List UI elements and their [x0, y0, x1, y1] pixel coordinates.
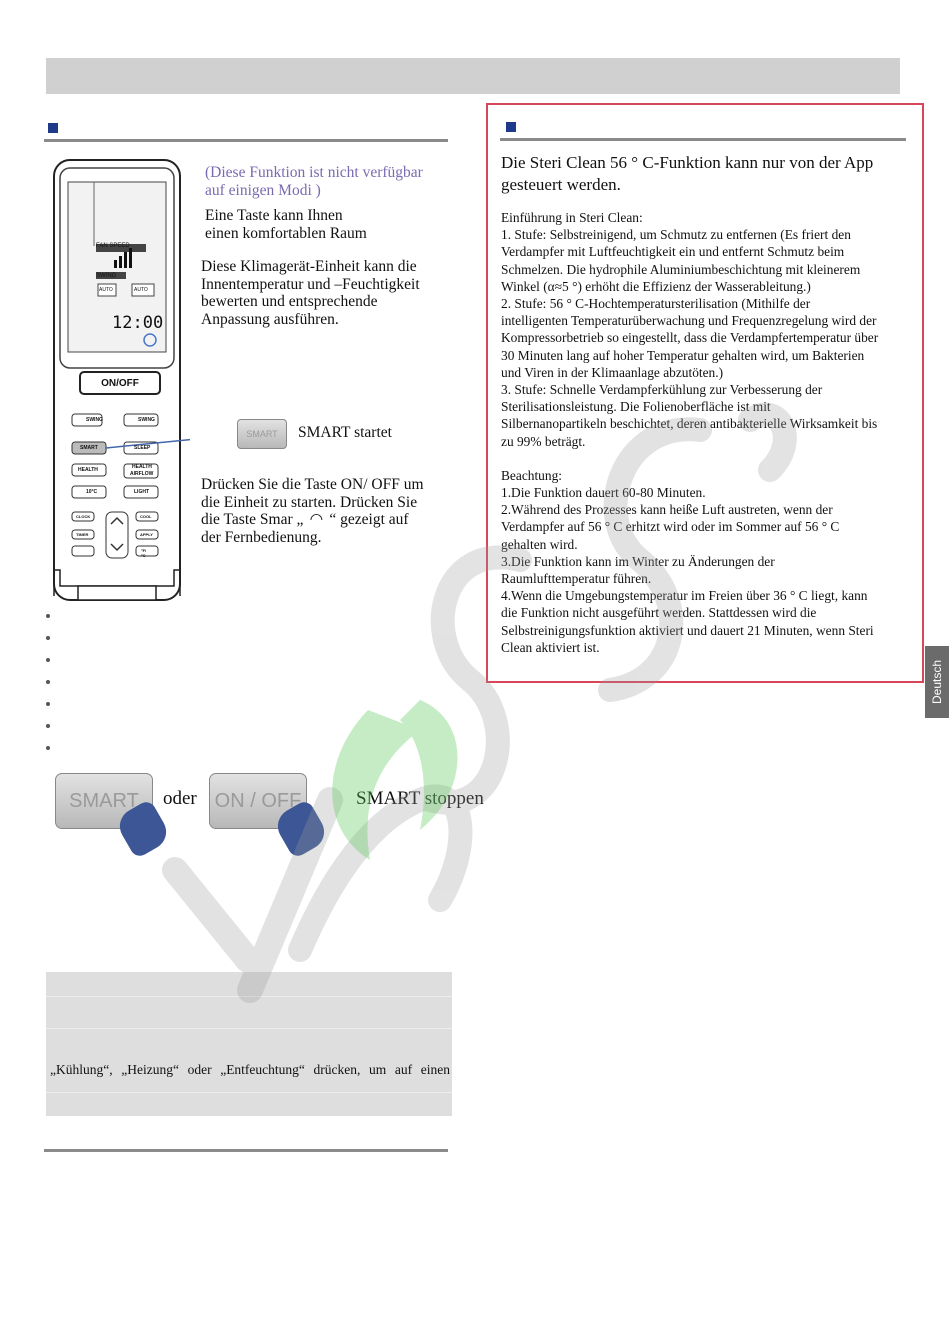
smart-stop-label: SMART stoppen — [356, 788, 484, 809]
or-label: oder — [163, 788, 197, 809]
note-line: Clean aktiviert ist. — [501, 639, 600, 655]
text-line: Innentemperatur und –Feuchtigkeit — [201, 275, 420, 293]
note-line: 4.Wenn die Umgebungstemperatur im Freien… — [501, 588, 868, 604]
body-line: 30 Minuten lang auf hoher Temperatur geh… — [501, 347, 865, 363]
info-box-text: „Kühlung“, „Heizung“ oder „Entfeuchtung“… — [50, 1062, 450, 1077]
remote-swing-key-1: SWING — [86, 417, 103, 423]
bullet — [46, 614, 50, 618]
title-line: gesteuert werden. — [501, 175, 621, 194]
bullet — [46, 746, 50, 750]
info-box: „Kühlung“, „Heizung“ oder „Entfeuchtung“… — [46, 972, 452, 1116]
clock-display: 12:00 — [112, 313, 164, 333]
note-line: Selbstreinigungsfunktion aktiviert und d… — [501, 622, 874, 638]
section-divider — [44, 139, 448, 142]
text-line: bewerten und entsprechende — [201, 293, 378, 310]
note-line: Raumlufttemperatur führen. — [501, 571, 652, 587]
steri-clean-panel — [486, 103, 924, 683]
note-line: die Funktion nicht ausgeführt werden. St… — [501, 605, 817, 621]
text-part: die Taste Smar „ — [201, 511, 304, 528]
remote-health-key: HEALTH — [78, 467, 98, 473]
note-heading: Beachtung: — [501, 467, 562, 483]
body-line: Silbernanopartikeln beschichtet, deren a… — [501, 416, 878, 432]
body-line: zu 99% beträgt. — [501, 433, 586, 449]
text-part: “ gezeigt auf — [329, 511, 409, 528]
text-line: die Taste Smar „ ◠ “ gezeigt auf — [201, 511, 424, 529]
text-line: Anpassung ausführen. — [201, 310, 339, 328]
remote-tf-key: °F/°C — [141, 548, 147, 558]
text-line: einen komfortablen Raum — [205, 224, 367, 242]
body-line: Winkel (α≈5 °) erhöht die Effizienz der … — [501, 278, 811, 294]
text-line: der Fernbedienung. — [201, 528, 322, 546]
note-line: Verdampfer auf 56 ° C erhitzt wird oder … — [501, 519, 840, 535]
section-divider — [44, 1149, 448, 1152]
intro-paragraph: Eine Taste kann Ihnen einen komfortablen… — [205, 207, 367, 242]
smart-start-label: SMART startet — [298, 424, 392, 441]
body-line: 1. Stufe: Selbstreinigend, um Schmutz zu… — [501, 227, 851, 243]
remote-light-key: LIGHT — [134, 489, 149, 495]
bullet — [46, 680, 50, 684]
auto-label-2: AUTO — [134, 287, 148, 293]
body-line: intelligenten Temperaturüberwachung und … — [501, 313, 877, 329]
steri-clean-content: Die Steri Clean 56 ° C-Funktion kann nur… — [501, 152, 911, 656]
smart-callout-button: SMART — [237, 419, 287, 449]
bullet — [46, 636, 50, 640]
section-marker-icon — [506, 122, 516, 132]
body-line: und Viren in der Klimaanlage abzutöten.) — [501, 364, 724, 380]
note-line: 3.Die Funktion kann im Winter zu Änderun… — [501, 553, 775, 569]
availability-note: (Diese Funktion ist nicht verfügbar auf … — [205, 164, 423, 199]
text-line: Eine Taste kann Ihnen — [205, 207, 343, 224]
remote-swing-key-2: SWING — [138, 417, 155, 423]
remote-cool-key: COOL — [140, 514, 152, 519]
text-line: Drücken Sie die Taste ON/ OFF um — [201, 476, 424, 493]
remote-smart-key: SMART — [80, 445, 98, 451]
note-line: 2.Während des Prozesses kann heiße Luft … — [501, 502, 833, 518]
remote-health-airflow-key-line1: HEALTH — [132, 464, 152, 470]
note-line: (Diese Funktion ist nicht verfügbar — [205, 164, 423, 181]
remote-control-illustration — [53, 159, 190, 601]
remote-timer-key: TIMER — [76, 532, 89, 537]
section-divider — [500, 138, 906, 141]
body-line: 2. Stufe: 56 ° C-Hochtemperatursterilisa… — [501, 296, 811, 312]
note-line: gehalten wird. — [501, 536, 578, 552]
body-line: Kompressorbetrieb so eingestellt, dass d… — [501, 330, 879, 346]
note-line: 1.Die Funktion dauert 60-80 Minuten. — [501, 485, 706, 501]
language-tab-label: Deutsch — [930, 659, 944, 705]
fan-speed-label: FAN SPEED — [96, 243, 130, 249]
language-tab[interactable]: Deutsch — [925, 646, 949, 718]
note-line: auf einigen Modi ) — [205, 181, 321, 199]
row-divider — [46, 996, 452, 997]
description-paragraph: Diese Klimagerät-Einheit kann die Innent… — [201, 258, 420, 328]
body-line: 3. Stufe: Schnelle Verdampferkühlung zur… — [501, 382, 823, 398]
notes-list: 1.Die Funktion dauert 60-80 Minuten.2.Wä… — [501, 484, 911, 656]
section-marker-icon — [48, 123, 58, 133]
header-bar — [46, 58, 900, 94]
text-line: Diese Klimagerät-Einheit kann die — [201, 258, 417, 275]
auto-label-1: AUTO — [99, 287, 113, 293]
smart-symbol-icon: ◠ — [309, 511, 324, 528]
row-divider — [46, 1028, 452, 1029]
panel-title: Die Steri Clean 56 ° C-Funktion kann nur… — [501, 152, 911, 196]
bullet — [46, 702, 50, 706]
title-line: Die Steri Clean 56 ° C-Funktion kann nur… — [501, 153, 874, 172]
remote-10c-key: 10°C — [86, 489, 98, 495]
body-line: Schmelzen. Die hydrophile Aluminiumbesch… — [501, 261, 861, 277]
bullet — [46, 658, 50, 662]
bullet — [46, 724, 50, 728]
text-line: die Einheit zu starten. Drücken Sie — [201, 493, 418, 511]
remote-clock-key: CLOCK — [76, 514, 91, 519]
row-divider — [46, 1092, 452, 1093]
instruction-paragraph: Drücken Sie die Taste ON/ OFF um die Ein… — [201, 476, 424, 546]
remote-onoff-button: ON/OFF — [101, 377, 139, 389]
intro-body: 1. Stufe: Selbstreinigend, um Schmutz zu… — [501, 226, 911, 450]
body-line: Verdampfer mit Luftfeuchtigkeit ein und … — [501, 244, 845, 260]
intro-heading: Einführung in Steri Clean: — [501, 210, 643, 225]
remote-screen: FAN SPEED SWING AUTO AUTO 12:00 — [68, 185, 182, 385]
swing-label: SWING — [96, 273, 117, 279]
remote-health-airflow-key-line2: AIRFLOW — [130, 471, 154, 477]
remote-sleep-key: SLEEP — [134, 445, 151, 451]
remote-apply-key: APPLY — [140, 532, 153, 537]
body-line: Sterilisationsleistung. Die Folienoberfl… — [501, 399, 771, 415]
